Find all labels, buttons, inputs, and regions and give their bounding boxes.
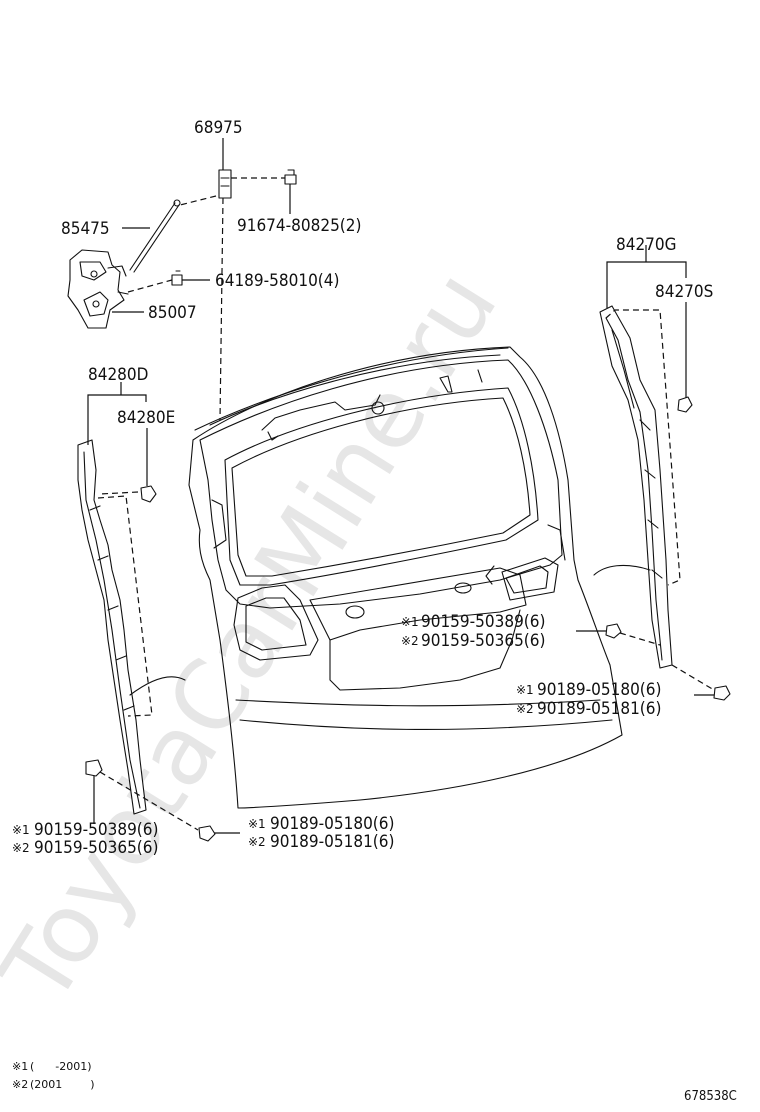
right-weatherstrip-drawing [593, 305, 693, 669]
label-91674-80825: 91674-80825(2) [237, 216, 361, 236]
mark-2-left-clip: ※2 [248, 835, 266, 849]
mark-2-right-clip: ※2 [516, 702, 534, 716]
mark-1-right-clip: ※1 [516, 683, 534, 697]
footnote-1-mark: ※1 [12, 1060, 28, 1073]
footnote-1-text: ( -2001) [30, 1060, 92, 1073]
diagram-code: 678538C [684, 1089, 737, 1104]
label-left-clip-m1: 90189-05180(6) [270, 814, 394, 834]
label-right-clip-m2: 90189-05181(6) [537, 699, 661, 719]
mark-1-left-nut: ※1 [12, 823, 30, 837]
label-left-nut-m2: 90159-50365(6) [34, 838, 158, 858]
leader-lines [87, 138, 715, 834]
left-nut-drawing [85, 759, 103, 777]
label-84280e: 84280E [117, 408, 175, 428]
label-64189-58010: 64189-58010(4) [215, 271, 339, 291]
left-weatherstrip-drawing [77, 439, 186, 815]
mark-1-right-nut: ※1 [401, 615, 419, 629]
label-84270s: 84270S [655, 282, 713, 302]
mark-2-right-nut: ※2 [401, 634, 419, 648]
footnote-2-mark: ※2 [12, 1078, 28, 1091]
label-85007: 85007 [148, 303, 197, 323]
mark-1-left-clip: ※1 [248, 817, 266, 831]
footnote-2-text: (2001 ) [30, 1078, 95, 1091]
part-labels: 68975 91674-80825(2) 85475 64189-58010(4… [12, 118, 713, 858]
back-door-panel-drawing [188, 346, 623, 809]
label-left-clip-m2: 90189-05181(6) [270, 832, 394, 852]
label-84280d: 84280D [88, 365, 148, 385]
footnotes: ※1 ( -2001) ※2 (2001 ) [12, 1060, 95, 1091]
label-right-nut-m1: 90159-50389(6) [421, 612, 545, 632]
lock-assembly-drawing [67, 169, 297, 329]
mark-2-left-nut: ※2 [12, 841, 30, 855]
label-84270g: 84270G [616, 235, 677, 255]
right-clip-drawing [713, 685, 731, 701]
label-68975: 68975 [194, 118, 243, 138]
fastener-drawings [85, 623, 731, 842]
label-left-nut-m1: 90159-50389(6) [34, 820, 158, 840]
right-nut-drawing [605, 623, 622, 639]
left-clip-drawing [198, 825, 216, 842]
label-right-nut-m2: 90159-50365(6) [421, 631, 545, 651]
label-85475: 85475 [61, 219, 110, 239]
label-right-clip-m1: 90189-05180(6) [537, 680, 661, 700]
